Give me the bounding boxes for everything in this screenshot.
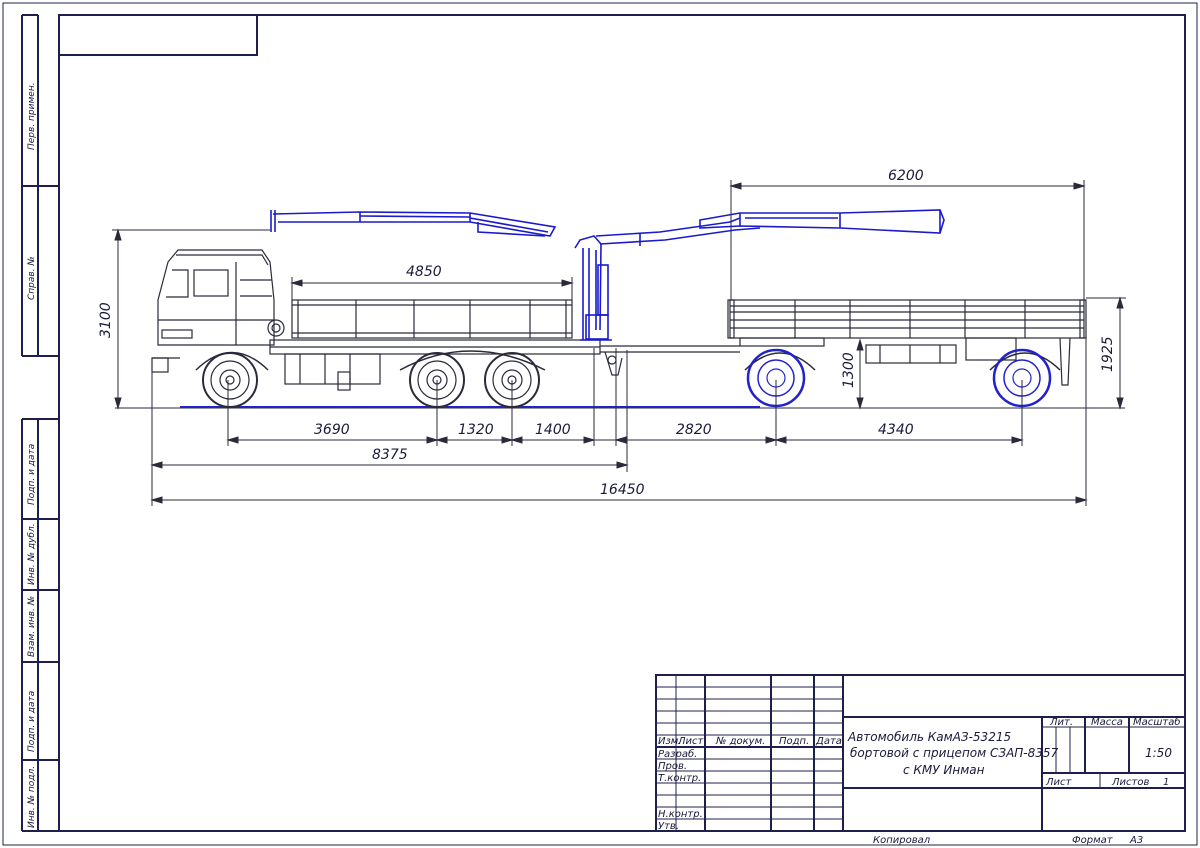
side-label-podp-data-1: Подп. и дата	[27, 444, 37, 505]
side-label-inv-podl: Инв. № подл.	[27, 766, 37, 828]
truck	[151, 249, 601, 391]
tb-format: Формат	[1072, 835, 1114, 846]
dim-front-to-axle: 3690	[314, 422, 350, 438]
side-label-vzam-inv: Взам. инв. №	[27, 596, 37, 657]
tb-row-nkontr: Н.контр.	[658, 809, 703, 820]
drawbar	[600, 345, 740, 376]
title-block	[655, 674, 1186, 832]
dim-overall-length: 16450	[600, 482, 645, 498]
tb-col-sign: Подп.	[779, 736, 809, 747]
side-label-perv-primen: Перв. примен.	[27, 82, 37, 150]
tb-format-value: A3	[1129, 835, 1143, 846]
trailer-cargo-body	[729, 299, 1085, 339]
dim-trailer-drawbar: 2820	[676, 422, 712, 438]
tb-copied: Копировал	[873, 835, 931, 846]
tb-designation-line1: Автомобиль КамАЗ-53215	[847, 730, 1011, 744]
tb-row-utv: Утв.	[658, 821, 679, 832]
tb-scale: 1:50	[1145, 746, 1172, 760]
dim-trailer-height: 1925	[1100, 336, 1116, 372]
tb-col-doc: № докум.	[715, 736, 765, 747]
dim-trailer-platform-height: 1300	[841, 352, 857, 388]
dim-axle-spacing: 1320	[458, 422, 494, 438]
tb-massa: Масса	[1091, 717, 1123, 728]
trailer	[727, 299, 1087, 386]
tb-designation-line2: бортовой с прицепом СЗАП-8357	[850, 746, 1059, 760]
tb-lit: Лит.	[1049, 717, 1073, 728]
tb-masshtab: Масштаб	[1133, 716, 1181, 728]
tb-col-izm: Изм.	[658, 736, 682, 747]
tb-row-prov: Пров.	[658, 761, 687, 772]
dim-trailer-wheelbase: 4340	[878, 422, 914, 438]
crane-boom	[699, 209, 945, 234]
dim-rear-to-hitch: 1400	[535, 422, 571, 438]
dim-truck-body-length: 4850	[406, 264, 442, 280]
side-label-inv-dubl: Инв. № дубл.	[27, 523, 37, 585]
tb-sheets: Листов	[1111, 777, 1149, 788]
tb-sheets-count: 1	[1163, 777, 1169, 788]
side-label-podp-data-2: Подп. и дата	[27, 691, 37, 752]
tb-col-date: Дата	[815, 736, 842, 747]
tb-row-razrab: Разраб.	[658, 748, 697, 760]
dimension-lines	[112, 180, 1126, 506]
crane-folded	[270, 210, 557, 237]
dim-trailer-body-length: 6200	[888, 168, 924, 184]
truck-front-wheel	[202, 352, 258, 408]
tb-row-tkontr: Т.контр.	[658, 773, 701, 784]
side-label-sprav-no: Справ. №	[27, 256, 37, 300]
tb-col-list: Лист	[677, 736, 705, 747]
truck-cab	[157, 249, 275, 346]
truck-cargo-body	[291, 299, 573, 339]
truck-wheels	[202, 352, 540, 408]
truck-cab-window	[193, 269, 229, 297]
crane-mast	[574, 217, 761, 341]
tb-sheet: Лист	[1045, 777, 1073, 788]
dim-truck-height: 3100	[98, 302, 114, 338]
dim-truck-length: 8375	[372, 447, 408, 463]
tb-designation-line3: с КМУ Инман	[903, 763, 985, 777]
